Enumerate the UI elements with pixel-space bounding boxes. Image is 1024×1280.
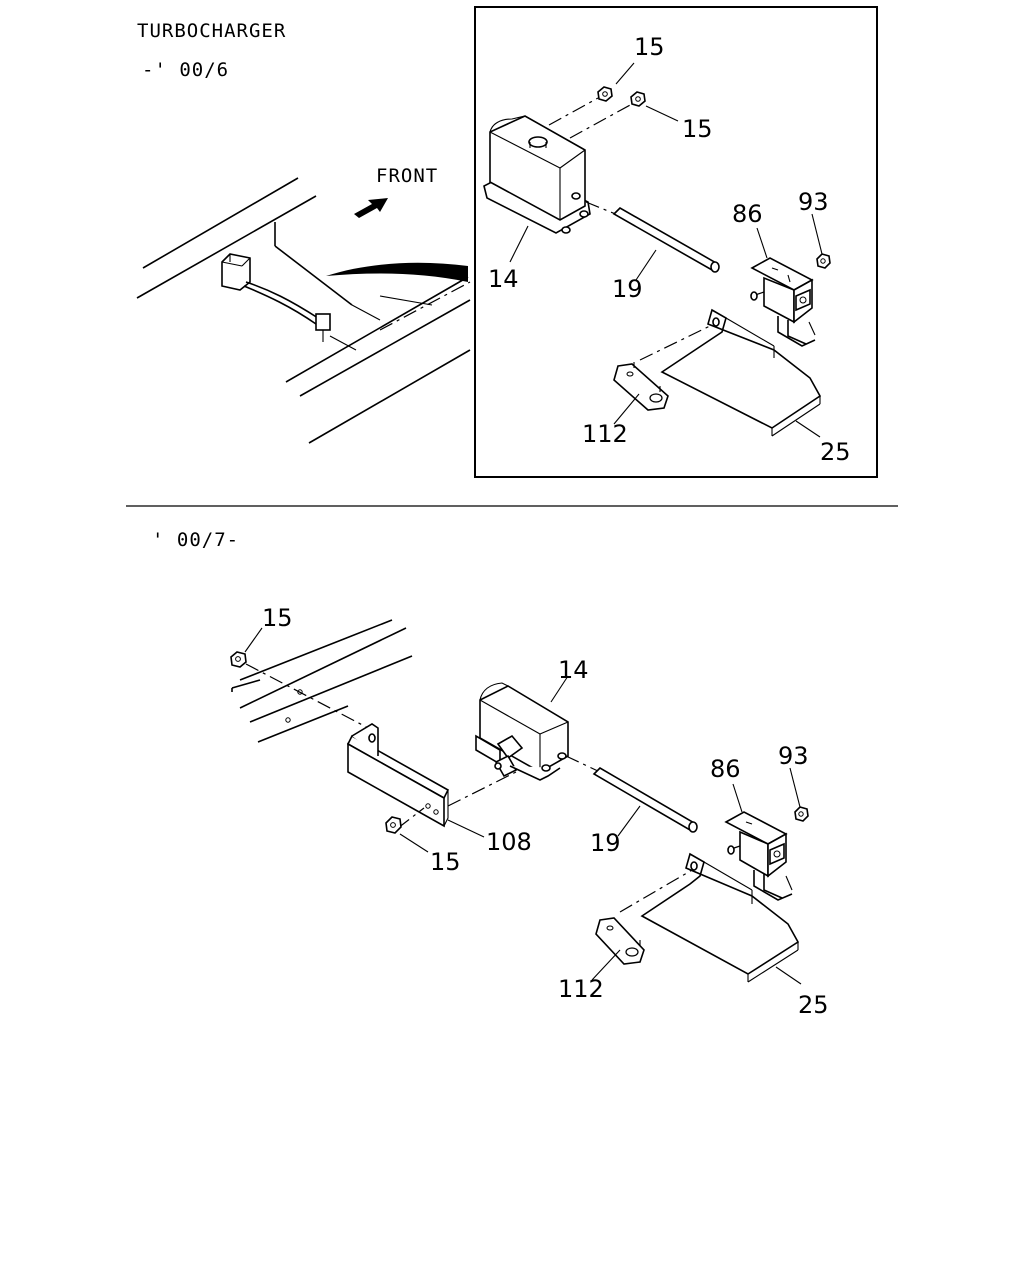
callout-112: 112 [582, 420, 628, 448]
model-range-bottom: ' 00/7- [152, 529, 240, 551]
valve-mini [315, 313, 331, 342]
callout-15: 15 [430, 848, 461, 876]
hose-pipe [565, 755, 698, 837]
callout-93: 93 [778, 742, 809, 770]
nut-icon [794, 806, 809, 822]
callout-86: 86 [710, 755, 741, 783]
tank-mini [221, 253, 251, 291]
callout-86: 86 [732, 200, 763, 228]
heat-cover [639, 308, 822, 437]
reservoir-tank [483, 115, 591, 234]
callout-93: 93 [798, 188, 829, 216]
diagram-title: TURBOCHARGER [137, 20, 287, 42]
nut-icon [597, 86, 613, 102]
valve-bracket [750, 257, 816, 347]
callout-15: 15 [262, 604, 293, 632]
nut-icon [230, 651, 247, 668]
callout-19: 19 [590, 829, 621, 857]
callout-112: 112 [558, 975, 604, 1003]
gasket [595, 917, 645, 965]
nut-icon [385, 816, 402, 834]
valve-bracket [724, 811, 793, 901]
pointer-arrow-icon [326, 262, 468, 282]
callout-25: 25 [820, 438, 851, 466]
hose-pipe [585, 201, 720, 281]
reservoir-tank [475, 682, 569, 781]
nut-icon [816, 253, 831, 269]
frame-overview [136, 177, 471, 444]
callout-15: 15 [634, 33, 665, 61]
gasket [613, 362, 669, 411]
callout-14: 14 [558, 656, 589, 684]
mounting-plate [346, 723, 521, 829]
detail-frame [474, 6, 878, 478]
front-direction-label: FRONT [376, 165, 439, 187]
frame-rails [231, 619, 413, 743]
model-range-top: -' 00/6 [142, 59, 230, 81]
callout-19: 19 [612, 275, 643, 303]
nut-icon [630, 91, 646, 107]
callout-14: 14 [488, 265, 519, 293]
callout-25: 25 [798, 991, 829, 1019]
front-arrow-icon [354, 198, 388, 218]
callout-15: 15 [682, 115, 713, 143]
heat-cover [619, 852, 800, 983]
callout-108: 108 [486, 828, 532, 856]
